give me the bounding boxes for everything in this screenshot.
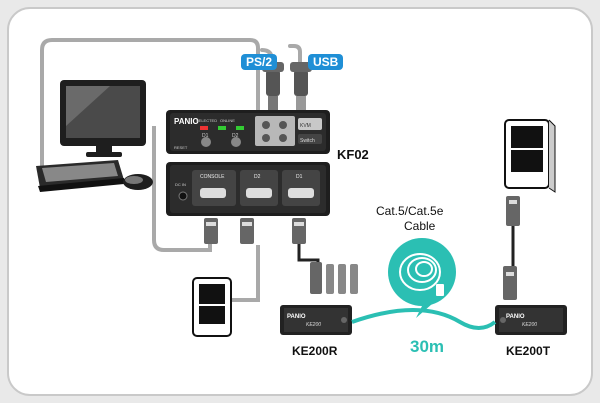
button-d1-label: D1 [202, 133, 209, 139]
cable-coil-callout [388, 238, 456, 318]
mouse-icon [123, 174, 153, 190]
ke200t-connectors [503, 196, 520, 300]
ke200t-brand: PANIO [506, 314, 525, 320]
kf02-label: KF02 [337, 147, 369, 162]
ke200t-model: KE200 [522, 322, 537, 328]
dc-in-label: DC IN [175, 182, 186, 187]
ke200t-label: KE200T [506, 344, 551, 358]
ke200r-model: KE200 [306, 322, 321, 328]
usb-connector-icon [290, 62, 312, 110]
pc-cable [232, 245, 260, 302]
monitor-icon [60, 80, 146, 157]
port-console-label: CONSOLE [200, 174, 225, 180]
button-d2-label: D2 [232, 133, 239, 139]
monitor-cable [152, 126, 212, 252]
port-d1-label: D1 [296, 174, 303, 180]
led-selected-label: SELECTED [196, 118, 217, 123]
led-online-label: ONLINE [220, 118, 235, 123]
cat5-cable [351, 308, 497, 330]
cable-label-line1: Cat.5/Cat.5e [376, 204, 444, 218]
console-connectors [204, 218, 254, 244]
ps2-label: PS/2 [241, 54, 278, 70]
ke200r-label: KE200R [292, 344, 338, 358]
logo-top: KVM [300, 123, 311, 129]
port-d2-label: D2 [254, 174, 261, 180]
pc-tower-right-icon [504, 119, 556, 193]
switch-brand: PANIO [174, 117, 199, 126]
ke200r-device: PANIO KE200 [280, 305, 352, 335]
kvm-switch-rear: CONSOLE D2 D1 DC IN [166, 162, 330, 216]
pc-tower-left-icon [192, 277, 232, 337]
ke200r-brand: PANIO [287, 314, 306, 320]
usb-label: USB [308, 54, 344, 70]
kvm-switch-front: PANIO SELECTED ONLINE D1 D2 RESET KVM Sw… [166, 110, 330, 154]
distance-label: 30m [410, 337, 445, 356]
logo-bottom: Switch [300, 138, 315, 144]
cable-label-line2: Cable [404, 219, 436, 233]
keyboard-icon [36, 160, 124, 192]
ke200t-device: PANIO KE200 [495, 305, 567, 335]
reset-label: RESET [174, 145, 188, 150]
ke200r-input-connectors [310, 262, 358, 294]
